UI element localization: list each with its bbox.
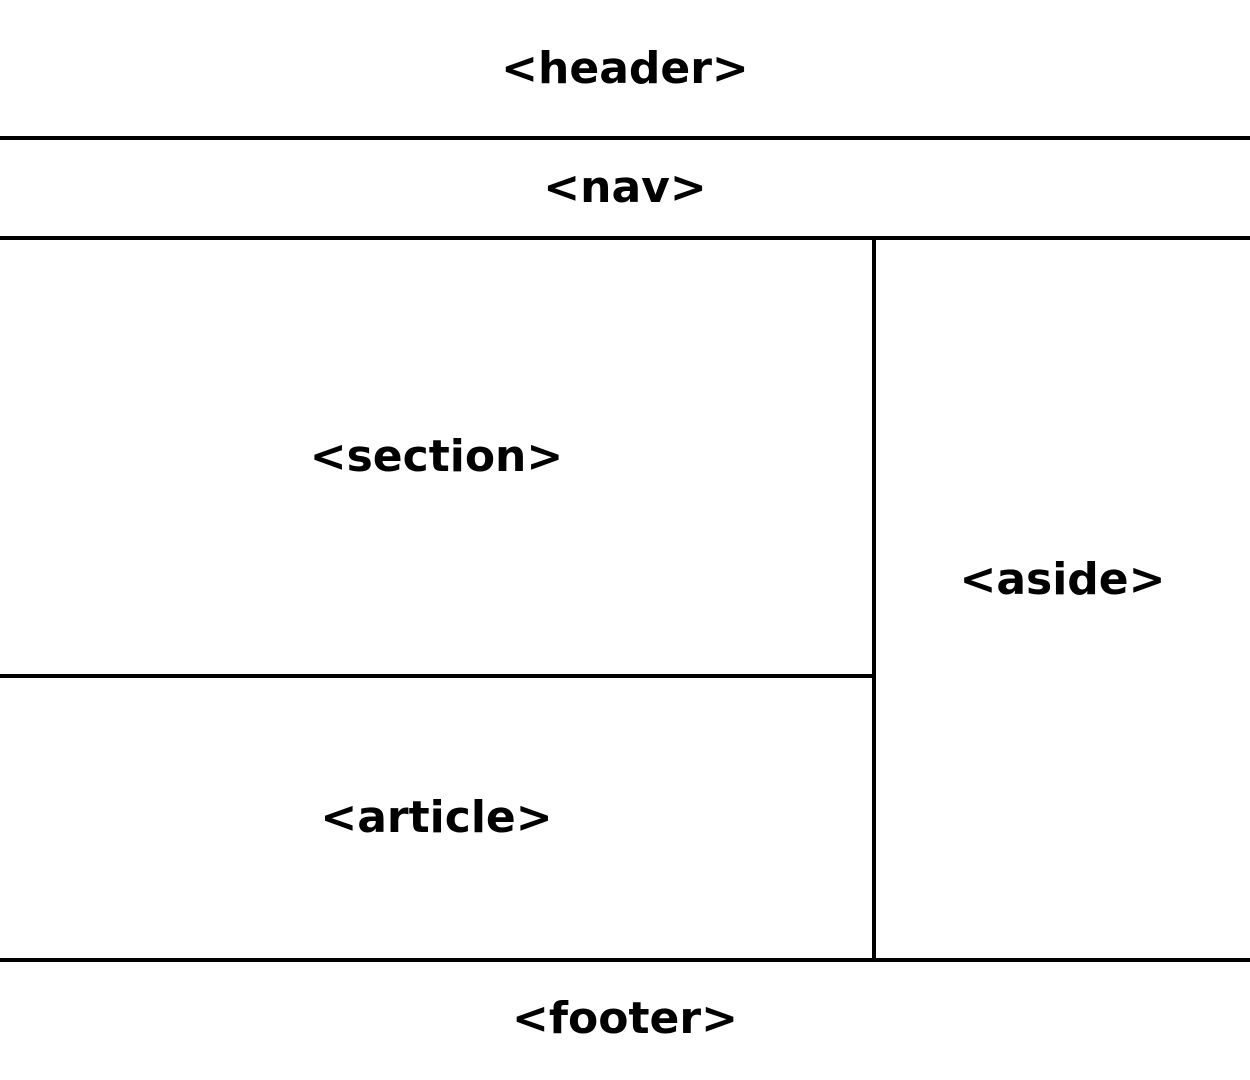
aside-region: <aside> [875, 239, 1250, 921]
section-article-divider [0, 674, 873, 678]
section-region: <section> [0, 239, 873, 675]
nav-label: <nav> [543, 162, 707, 213]
nav-region: <nav> [0, 139, 1250, 237]
article-region: <article> [0, 677, 873, 959]
aside-label: <aside> [959, 554, 1166, 605]
footer-region: <footer> [0, 961, 1250, 1076]
header-label: <header> [501, 42, 749, 94]
footer-label: <footer> [512, 992, 738, 1044]
section-label: <section> [309, 431, 564, 482]
header-region: <header> [0, 0, 1250, 137]
main-aside-divider [872, 238, 876, 960]
header-nav-divider [0, 136, 1250, 140]
article-label: <article> [320, 792, 553, 843]
nav-content-divider [0, 236, 1250, 240]
content-footer-divider [0, 958, 1250, 962]
